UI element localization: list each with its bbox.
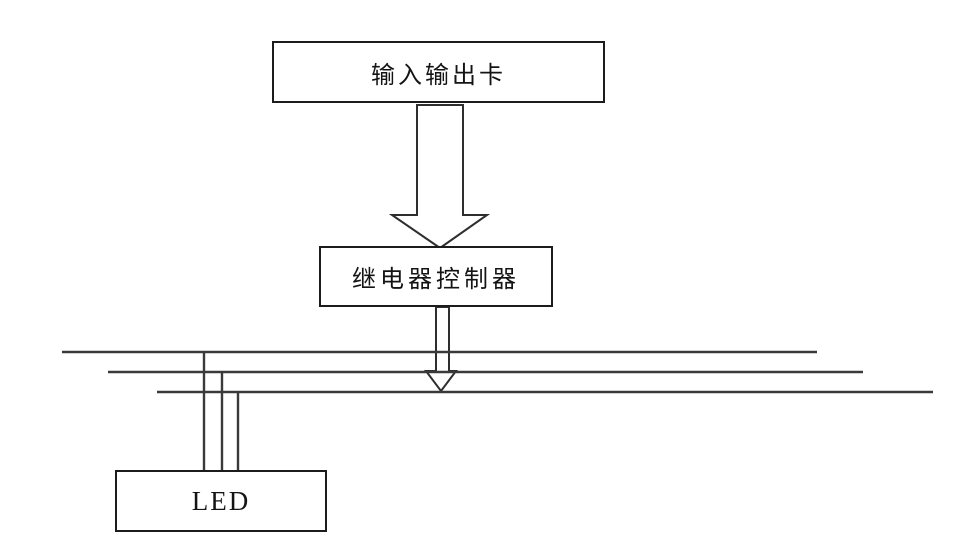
node-relay-controller: 继电器控制器 xyxy=(319,246,553,307)
down-block-arrow-large-icon xyxy=(388,104,491,250)
node-io-card-label: 输入输出卡 xyxy=(371,62,506,89)
node-relay-controller-label: 继电器控制器 xyxy=(352,267,520,293)
node-io-card: 输入输出卡 xyxy=(272,41,605,103)
node-led: LED xyxy=(115,470,327,532)
down-block-arrow-small-icon xyxy=(424,306,458,393)
node-led-label: LED xyxy=(191,485,251,516)
